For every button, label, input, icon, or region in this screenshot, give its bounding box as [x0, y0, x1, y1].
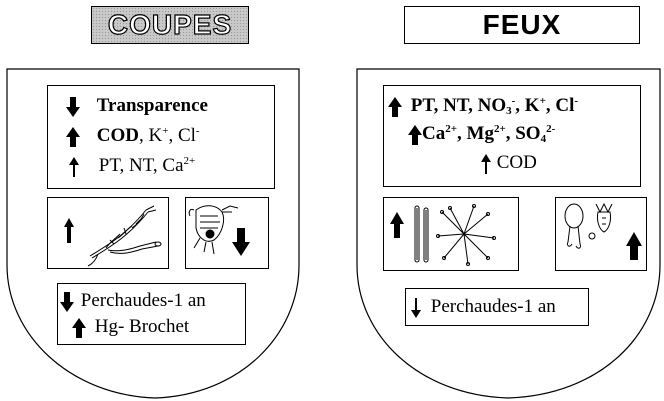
up-arrow-icon — [66, 126, 80, 147]
up-arrow-icon — [388, 96, 402, 117]
feux-title: FEUX — [482, 9, 562, 40]
cl-label: , Cl — [168, 125, 196, 146]
coupes-nutrients-line: PT, NT, Ca2+ — [68, 155, 195, 178]
feux-diatom-drawing — [390, 204, 496, 266]
feux-nutrients-label: PT, NT, NO — [410, 95, 507, 116]
coupes-algae-box — [47, 197, 169, 269]
feux-ca-charge: 2+ — [445, 123, 458, 135]
no3-subscript: 3 — [506, 105, 512, 117]
coupes-shield — [6, 68, 300, 399]
coupes-transparence-line: Transparence — [66, 95, 208, 118]
thin-down-arrow-icon — [411, 297, 421, 318]
coupes-water-box: Transparence COD, K+, Cl- PT, NT, Ca2+ — [47, 85, 275, 189]
coupes-perchaudes-line: Perchaudes-1 an — [60, 290, 206, 313]
ca-charge: 2+ — [183, 155, 196, 167]
feux-cod-line: COD — [480, 152, 537, 175]
so4-label: , SO — [505, 123, 541, 144]
coupes-zoo-box — [185, 197, 269, 269]
mg-label: , Mg — [457, 123, 494, 144]
up-arrow-icon — [626, 232, 642, 260]
down-arrow-icon — [60, 291, 74, 312]
coupes-zoo-drawing — [188, 205, 250, 256]
down-arrow-icon — [232, 228, 250, 256]
coupes-fish-box: Perchaudes-1 an Hg- Brochet — [57, 283, 246, 345]
feux-cl-label: , Cl — [545, 95, 575, 116]
so4-subscript: 4 — [540, 133, 547, 145]
feux-cod-label: COD — [496, 152, 537, 173]
k-charge: + — [162, 125, 169, 137]
cod-label: COD — [96, 125, 139, 146]
feux-perchaudes-line: Perchaudes-1 an — [410, 296, 556, 319]
thin-up-arrow-icon — [69, 156, 79, 177]
zooplankton-icon — [188, 205, 239, 255]
feux-shield — [356, 68, 661, 399]
nutrients-label: PT, NT, Ca — [98, 155, 184, 176]
up-arrow-icon — [72, 317, 86, 338]
feux-k-label: , K — [515, 95, 540, 116]
cl-charge: - — [195, 125, 200, 137]
up-arrow-icon — [408, 124, 422, 145]
thin-up-arrow-icon — [64, 218, 74, 243]
k-label: , K — [138, 125, 163, 146]
coupes-algae-drawing — [64, 205, 162, 267]
coupes-brochet-line: Hg- Brochet — [72, 316, 189, 339]
brochet-label: Hg- Brochet — [94, 316, 190, 337]
mg-charge: 2+ — [493, 123, 506, 135]
transparence-label: Transparence — [96, 95, 208, 116]
feux-k-charge: + — [539, 95, 546, 107]
ca-label: Ca — [422, 123, 446, 144]
feux-nutrients-line: PT, NT, NO3-, K+, Cl- — [388, 95, 578, 118]
thin-up-arrow-icon — [481, 153, 491, 174]
down-arrow-icon — [66, 96, 80, 117]
coupes-cod-line: COD, K+, Cl- — [66, 125, 200, 148]
feux-fish-box: Perchaudes-1 an — [405, 288, 589, 326]
feux-rotifer-box — [555, 197, 647, 271]
feux-perchaudes-label: Perchaudes-1 an — [430, 296, 556, 317]
feux-diatom-box — [383, 197, 519, 271]
feux-cl-charge: - — [574, 95, 579, 107]
feux-rotifer-drawing — [564, 202, 642, 260]
filamentous-algae-icon — [87, 205, 162, 267]
no3-charge: - — [511, 95, 516, 107]
perchaudes-label: Perchaudes-1 an — [80, 290, 206, 311]
up-arrow-icon — [390, 212, 404, 238]
feux-title-box: FEUX — [404, 6, 640, 44]
rotifer-icon — [564, 202, 613, 249]
diatom-colony-icon — [414, 204, 496, 266]
coupes-title-box: COUPES — [91, 6, 249, 44]
coupes-title: COUPES — [107, 8, 233, 40]
so4-charge: 2- — [546, 123, 556, 135]
feux-ions-line: Ca2+, Mg2+, SO42- — [408, 123, 555, 146]
feux-water-box: PT, NT, NO3-, K+, Cl- Ca2+, Mg2+, SO42- … — [383, 85, 641, 187]
